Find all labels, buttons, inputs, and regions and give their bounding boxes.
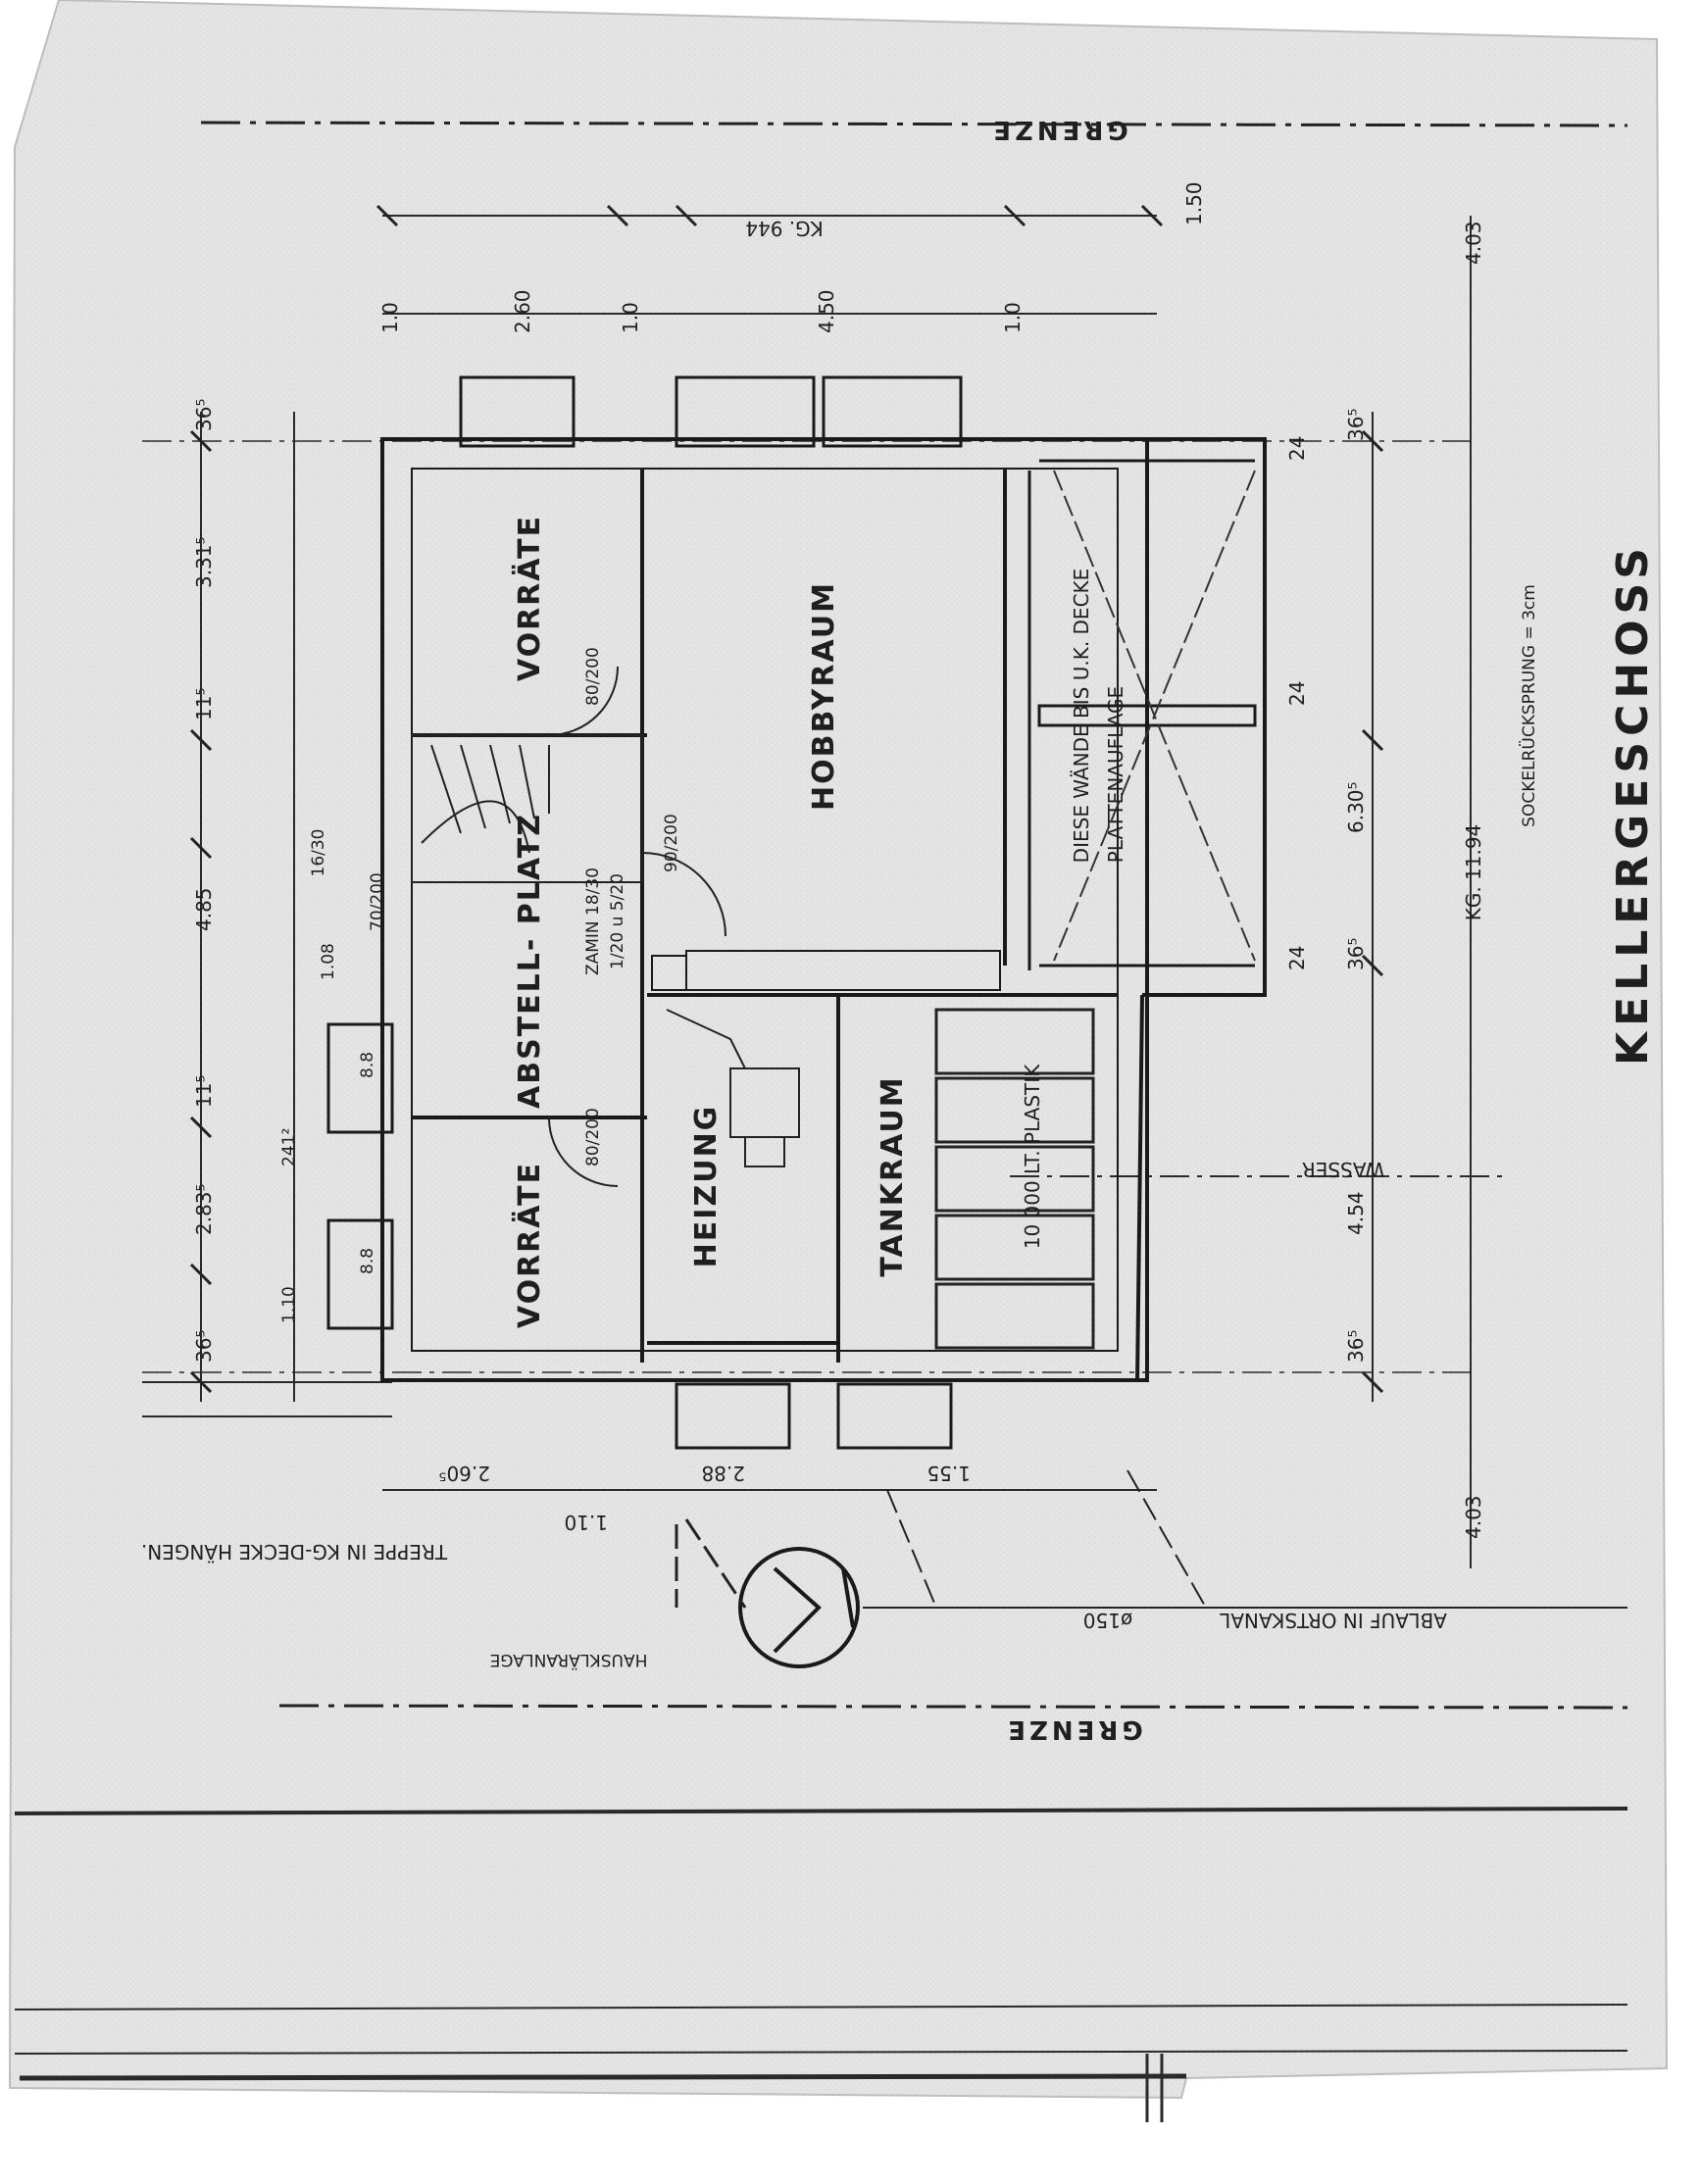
sockel-note: SOCKELRÜCKSPRUNG = 3cm <box>1518 584 1539 827</box>
boundary-label-bottom: GRENZE <box>1004 1714 1143 1744</box>
misc-d3: 1.10 <box>279 1286 299 1323</box>
window-openings <box>326 375 963 1450</box>
dim-top-1: 1.0 <box>378 302 402 333</box>
boiler-symbol <box>666 1009 800 1167</box>
note-stair: TREPPE IN KG-DECKE HÄNGEN. <box>141 1540 448 1564</box>
edge-dim-bottom: 4.03 <box>1462 1495 1485 1539</box>
dimension-ticks <box>189 204 1384 1394</box>
misc-d4: 70/200 <box>368 872 387 931</box>
door-label-a: 80/200 <box>583 647 603 706</box>
dim-left-7: 36⁵ <box>192 1330 216 1363</box>
room-label-vorraete-top: VORRÄTE <box>512 515 547 681</box>
door-label-b: 80/200 <box>583 1108 603 1166</box>
door-swings <box>548 666 726 1187</box>
stairwell <box>411 734 643 883</box>
room-label-tankraum: TANKRAUM <box>876 1075 910 1276</box>
dim-right-3: 24 <box>1285 681 1309 706</box>
dim-top-2: 2.60 <box>511 289 534 333</box>
dim-top-3: 1.0 <box>619 302 642 333</box>
dim-left-2: 3.31⁵ <box>192 536 216 588</box>
dim-right-1: 36⁵ <box>1344 409 1368 441</box>
note-stair-size: 16/30 <box>309 829 328 877</box>
note-walls-2: PLATTENAUFLAGE <box>1104 686 1127 863</box>
dim-right-8: 36⁵ <box>1344 1330 1368 1363</box>
dim-top-5: 1.0 <box>1001 302 1025 333</box>
dim-right-6: 36⁵ <box>1344 938 1368 970</box>
dim-bottom-4: 1.10 <box>564 1511 608 1534</box>
note-wasser: WASSER <box>1302 1158 1384 1181</box>
edge-dim-top: 4.03 <box>1462 221 1485 265</box>
dim-bottom-2: 2.88 <box>701 1462 745 1485</box>
room-label-abstellplatz: ABSTELL- PLATZ <box>513 813 547 1109</box>
note-kamin: ZAMIN 18/30 <box>583 868 603 975</box>
dims-right: 36⁵ 24 24 6.30⁵ 24 36⁵ 4.54 36⁵ <box>1285 409 1368 1363</box>
note-klaeranlage: HAUSKLÄRANLAGE <box>490 1650 648 1670</box>
dims-left: 36⁵ 3.31⁵ 11⁵ 4.85 11⁵ 2.83⁵ 36⁵ <box>192 399 216 1363</box>
note-walls: DIESE WÄNDE BIS U.K. DECKE <box>1070 569 1093 864</box>
dim-right-2: 24 <box>1285 436 1309 461</box>
room-label-vorraete-bottom: VORRÄTE <box>512 1162 547 1328</box>
dim-bottom-3: 1.55 <box>926 1462 971 1485</box>
dim-left-3: 11⁵ <box>192 688 216 720</box>
boundary-label-top: GRENZE <box>989 115 1128 144</box>
dim-left-6: 2.83⁵ <box>192 1183 216 1235</box>
room-label-hobbyraum: HOBBYRAUM <box>807 581 841 811</box>
kg-right: KG. 11.94 <box>1462 824 1485 921</box>
note-ablauf: ABLAUF IN ORTSKANAL <box>1219 1609 1447 1632</box>
kg-top: KG. 944 <box>745 217 824 240</box>
plan-title: KELLERGESCHOSS <box>1608 542 1658 1066</box>
note-tanks: 10 000 LT. PLASTIK <box>1021 1064 1044 1249</box>
dimension-lines <box>142 215 1510 1568</box>
interior-walls <box>412 459 1257 1363</box>
window-label-a: 8.8 <box>358 1052 377 1078</box>
boundary-lines <box>200 121 1628 1710</box>
dim-right-4: 6.30⁵ <box>1344 781 1368 833</box>
outer-walls <box>380 437 1267 1383</box>
dim-right-7: 4.54 <box>1344 1191 1368 1235</box>
dim-bottom-1: 2.60⁵ <box>438 1462 490 1485</box>
open-area-cross <box>1053 470 1256 962</box>
dim-right-5: 24 <box>1285 946 1309 970</box>
dim-left-5: 11⁵ <box>192 1075 216 1108</box>
dims-top: 1.0 2.60 1.0 4.50 1.0 1.50 <box>378 181 1206 333</box>
note-kamin-2: 1/20 u 5/20 <box>608 873 627 969</box>
sheet-bottom-strips <box>14 1807 1628 2122</box>
misc-d1: 1.08 <box>319 943 338 980</box>
window-label-b: 8.8 <box>358 1248 377 1274</box>
drain-lines <box>675 1469 1627 1609</box>
dim-top-4: 4.50 <box>815 289 838 333</box>
misc-d2: 241² <box>279 1128 299 1166</box>
dim-top-6: 1.50 <box>1182 181 1206 225</box>
misc-d5: 90/200 <box>662 814 681 872</box>
dims-bottom: 2.60⁵ 2.88 1.55 1.10 <box>438 1462 971 1534</box>
tank-units <box>934 1008 1095 1350</box>
dim-left-4: 4.85 <box>192 887 216 931</box>
note-ablauf-value: ø150 <box>1083 1609 1132 1632</box>
misc-annotations: 8.8 8.8 80/200 80/200 1.08 241² 1.10 70/… <box>279 647 681 1323</box>
dim-left-1: 36⁵ <box>192 399 216 431</box>
septic-tank <box>738 1547 860 1668</box>
room-label-heizung: HEIZUNG <box>689 1105 724 1268</box>
